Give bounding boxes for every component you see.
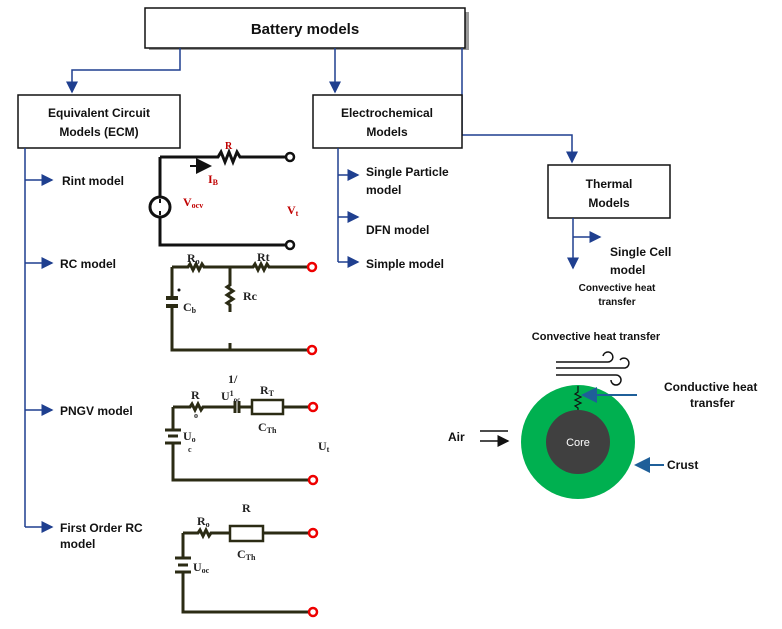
thermal-cell-figure: Convective heat transfer Core Conductive…	[448, 331, 757, 499]
thermal-title-1: Thermal	[586, 177, 633, 191]
rc-rc-label: Rc	[243, 289, 258, 303]
resistor-icon	[573, 386, 583, 410]
electrochem-title-2: Models	[366, 125, 408, 139]
pngv-circuit: R o 1/ U1oc RT CTh Uo c Ut	[165, 372, 330, 486]
svg-text:c: c	[188, 445, 192, 454]
svg-text:1/: 1/	[228, 372, 238, 386]
first-order-rc-circuit: Ro R CTh Uoc	[175, 501, 319, 618]
connectors	[66, 48, 578, 164]
core-circle	[546, 410, 610, 474]
svg-text:CTh: CTh	[258, 420, 277, 435]
electrochemical-box: Electrochemical Models	[312, 94, 463, 149]
voltage-source-icon	[148, 195, 172, 219]
single-cell-label-2: model	[610, 263, 645, 277]
single-cell-label: Single Cell	[610, 245, 671, 259]
battery-models-box: Battery models	[144, 7, 469, 50]
crust-label: Crust	[667, 458, 698, 472]
first-order-rc-label-2: model	[60, 537, 95, 551]
convective-label: Convective heat transfer	[532, 331, 661, 343]
thermal-tree: Single Cell model Convective heat transf…	[567, 218, 671, 308]
svg-text:Ut: Ut	[318, 439, 330, 454]
rint-circuit: R IB Vocv Vt	[148, 141, 299, 251]
pngv-model-label: PNGV model	[60, 404, 133, 418]
first-order-rc-label: First Order RC	[60, 521, 143, 535]
title: Battery models	[251, 21, 359, 38]
dfn-label: DFN model	[366, 223, 429, 237]
core-label: Core	[566, 437, 590, 449]
svg-text:RT: RT	[260, 383, 275, 398]
ecm-tree: Rint model RC model PNGV model First Ord…	[24, 148, 143, 551]
rint-model-label: Rint model	[62, 174, 124, 188]
convective-sub-2: transfer	[598, 297, 635, 308]
svg-text:Ro: Ro	[187, 251, 200, 266]
svg-text:IB: IB	[208, 172, 219, 187]
svg-text:Vt: Vt	[287, 203, 299, 218]
rc-rt-label: Rt	[257, 250, 270, 264]
svg-text:R: R	[191, 388, 200, 402]
svg-text:Vocv: Vocv	[183, 195, 203, 210]
ecm-box: Equivalent Circuit Models (ECM)	[17, 94, 181, 149]
convective-sub-1: Convective heat	[579, 283, 656, 294]
electrochem-title-1: Electrochemical	[341, 106, 433, 120]
thermal-title-2: Models	[588, 196, 630, 210]
svg-text:Uo: Uo	[183, 429, 196, 444]
svg-text:U1oc: U1oc	[221, 389, 240, 404]
wind-icon	[556, 351, 630, 386]
rint-r-label: R	[225, 141, 233, 152]
air-label: Air	[448, 430, 465, 444]
conductive-label-2: transfer	[690, 396, 735, 410]
conductive-label-1: Conductive heat	[664, 380, 757, 394]
rc-model-label: RC model	[60, 257, 116, 271]
svg-text:o: o	[194, 411, 198, 420]
svg-text:Ro: Ro	[197, 514, 210, 529]
thermal-box: Thermal Models	[547, 164, 671, 219]
ecm-title-1: Equivalent Circuit	[48, 106, 150, 120]
rc-circuit: Ro Rt Rc Cb	[166, 250, 318, 356]
svg-text:CTh: CTh	[237, 547, 256, 562]
electrochem-tree: Single Particle model DFN model Simple m…	[337, 148, 449, 271]
svg-text:R: R	[242, 501, 251, 515]
simple-model-label: Simple model	[366, 257, 444, 271]
svg-text:Cb: Cb	[183, 300, 197, 315]
spm-label: Single Particle	[366, 165, 449, 179]
svg-text:Uoc: Uoc	[193, 560, 210, 575]
air-arrows	[480, 431, 508, 441]
ecm-title-2: Models (ECM)	[59, 125, 138, 139]
spm-label-2: model	[366, 183, 401, 197]
